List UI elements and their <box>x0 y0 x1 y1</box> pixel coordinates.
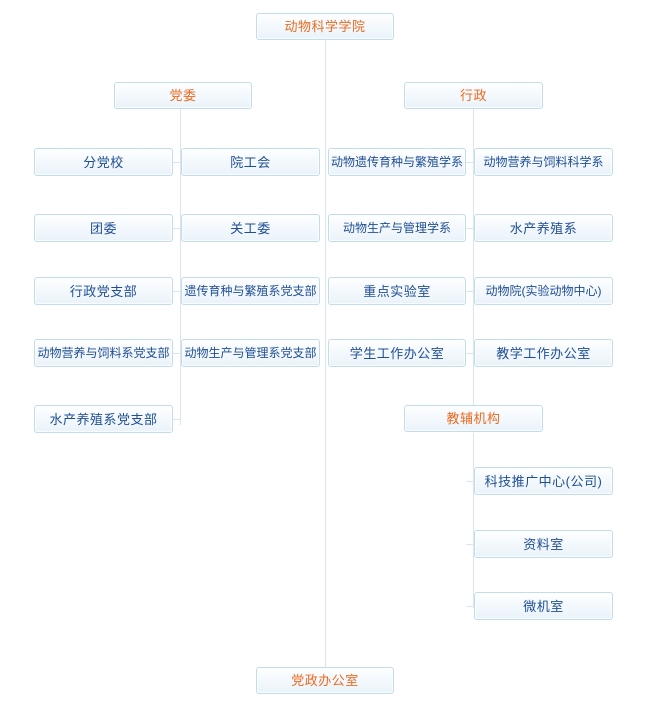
node-branch-admin[interactable]: 行政 <box>404 82 543 109</box>
connector-stub <box>173 419 181 420</box>
connector-spine-support <box>473 433 474 608</box>
node-row1-col4[interactable]: 动物营养与饲料科学系 <box>474 148 613 176</box>
node-support-unit-1[interactable]: 科技推广中心(公司) <box>474 467 613 495</box>
connector-spine-admin <box>473 109 474 405</box>
node-row5-col1[interactable]: 水产养殖系党支部 <box>34 405 173 433</box>
node-row3-col2[interactable]: 遗传育种与繁殖系党支部 <box>181 277 320 305</box>
connector-stub <box>173 162 181 163</box>
node-support-unit-2[interactable]: 资料室 <box>474 530 613 558</box>
connector-stub <box>173 228 181 229</box>
node-row3-col4[interactable]: 动物院(实验动物中心) <box>474 277 613 305</box>
node-branch-party[interactable]: 党委 <box>114 82 252 109</box>
connector-spine-party <box>180 109 181 425</box>
node-row1-col1[interactable]: 分党校 <box>34 148 173 176</box>
node-row3-col1[interactable]: 行政党支部 <box>34 277 173 305</box>
node-row2-col3[interactable]: 动物生产与管理学系 <box>328 214 466 242</box>
node-row4-col2[interactable]: 动物生产与管理系党支部 <box>181 339 320 367</box>
node-row4-col4[interactable]: 教学工作办公室 <box>474 339 613 367</box>
connector-stub <box>466 228 474 229</box>
node-row2-col4[interactable]: 水产养殖系 <box>474 214 613 242</box>
node-row3-col3[interactable]: 重点实验室 <box>328 277 466 305</box>
node-support-unit-3[interactable]: 微机室 <box>474 592 613 620</box>
connector-stub <box>466 353 474 354</box>
node-row4-col1[interactable]: 动物营养与饲料系党支部 <box>34 339 173 367</box>
connector-stub <box>466 481 474 482</box>
node-row1-col3[interactable]: 动物遗传育种与繁殖学系 <box>328 148 466 176</box>
connector-stub <box>173 291 181 292</box>
node-footer[interactable]: 党政办公室 <box>256 667 394 694</box>
node-row4-col3[interactable]: 学生工作办公室 <box>328 339 466 367</box>
connector-stub <box>466 291 474 292</box>
connector-spine-main <box>325 40 326 668</box>
connector-stub <box>466 162 474 163</box>
node-row2-col2[interactable]: 关工委 <box>181 214 320 242</box>
node-row1-col2[interactable]: 院工会 <box>181 148 320 176</box>
connector-stub <box>173 353 181 354</box>
node-root[interactable]: 动物科学学院 <box>256 13 394 40</box>
node-branch-support[interactable]: 教辅机构 <box>404 405 543 432</box>
node-row2-col1[interactable]: 团委 <box>34 214 173 242</box>
connector-stub <box>466 544 474 545</box>
connector-stub <box>466 606 474 607</box>
